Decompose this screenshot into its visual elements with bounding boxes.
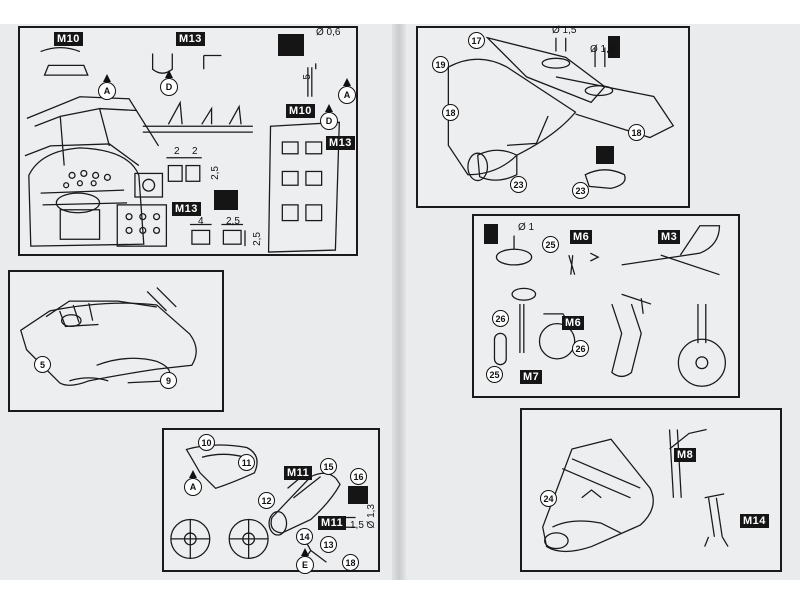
part-number-24: 24 (540, 490, 557, 507)
dim-diameter: Ø 1 (518, 222, 535, 233)
part-number-23: 23 (510, 176, 527, 193)
part-code-m8: M8 (674, 448, 697, 462)
part-number-25-lower: 25 (486, 366, 503, 383)
part-code-m7: M7 (520, 370, 543, 384)
part-code-m13: M13 (176, 32, 205, 46)
part-number-25: 25 (542, 236, 559, 253)
dim-d: 4 (198, 216, 204, 227)
part-number-12: 12 (258, 492, 275, 509)
part-number-19: 19 (432, 56, 449, 73)
part-code-m6-lower: M6 (562, 316, 585, 330)
cockpit-step-panel: M10 M13 M10 M13 M13 A D A D Ø 0,6 5 2 2 … (18, 26, 358, 256)
part-number-11: 11 (238, 454, 255, 471)
dim-length: 5 (302, 74, 313, 80)
ref-marker-a-seat: A (338, 78, 356, 104)
part-number-18: 18 (442, 104, 459, 121)
fuselage-drawing (20, 287, 197, 386)
ref-marker-e: E (296, 548, 314, 574)
part-code-m13-seat: M13 (326, 136, 355, 150)
part-code-m13-panel: M13 (172, 202, 201, 216)
ref-marker-d-seat: D (320, 104, 338, 130)
part-number-18: 18 (342, 554, 359, 571)
glue-icon (348, 486, 368, 504)
glue-icon-small (214, 190, 238, 210)
part-number-9: 9 (160, 372, 177, 389)
part-number-13: 13 (320, 536, 337, 553)
tail-drawing (542, 428, 729, 553)
wing-step-panel: 17 19 18 18 23 23 Ø 1,5 Ø 1,5 (416, 25, 690, 208)
drill-icon (484, 224, 498, 244)
glue-icon (278, 34, 304, 56)
part-number-5: 5 (34, 356, 51, 373)
part-number-14: 14 (296, 528, 313, 545)
ref-marker-a: A (184, 470, 202, 496)
page-fold (392, 24, 406, 580)
part-code-m3: M3 (658, 230, 681, 244)
part-code-m10-seat: M10 (286, 104, 315, 118)
part-number-18-right: 18 (628, 124, 645, 141)
tail-step-panel: 24 M8 M14 (520, 408, 782, 572)
dim-length: 1,5 (350, 520, 364, 531)
part-code-m14: M14 (740, 514, 769, 528)
part-number-26: 26 (492, 310, 509, 327)
part-number-10: 10 (198, 434, 215, 451)
wing-drawing (447, 36, 675, 190)
part-number-17: 17 (468, 32, 485, 49)
nose-step-panel: 10 11 12 13 14 15 16 18 A E M11 M11 1,5 … (162, 428, 380, 574)
dim-diameter: Ø 0,6 (316, 27, 341, 38)
dim-a: 2 (174, 146, 180, 157)
dim-diameter: Ø 1,5 (552, 25, 577, 36)
dim-f: 2,5 (252, 232, 263, 246)
part-code-m6: M6 (570, 230, 593, 244)
ref-marker-d: D (160, 70, 178, 96)
dim-c: 2,5 (210, 166, 221, 180)
paint-icon (596, 146, 614, 164)
part-number-16: 16 (350, 468, 367, 485)
ref-marker-a: A (98, 74, 116, 100)
landing-gear-drawing (493, 225, 726, 387)
part-code-m10: M10 (54, 32, 83, 46)
dim-e: 2,5 (226, 216, 240, 227)
landing-gear-step-panel: Ø 1 M6 M3 M6 M7 25 26 26 25 (472, 214, 740, 398)
dim-diameter-right: Ø 1,5 (590, 44, 615, 55)
fuselage-step-panel: 5 9 (8, 270, 224, 412)
part-code-m11-lower: M11 (318, 516, 347, 530)
part-number-23-detail: 23 (572, 182, 589, 199)
dim-diameter: Ø 1,3 (366, 504, 377, 529)
part-number-15: 15 (320, 458, 337, 475)
part-code-m11: M11 (284, 466, 313, 480)
cockpit-drawing (24, 47, 340, 253)
drill-icon (608, 36, 620, 58)
part-number-26-right: 26 (572, 340, 589, 357)
dim-b: 2 (192, 146, 198, 157)
